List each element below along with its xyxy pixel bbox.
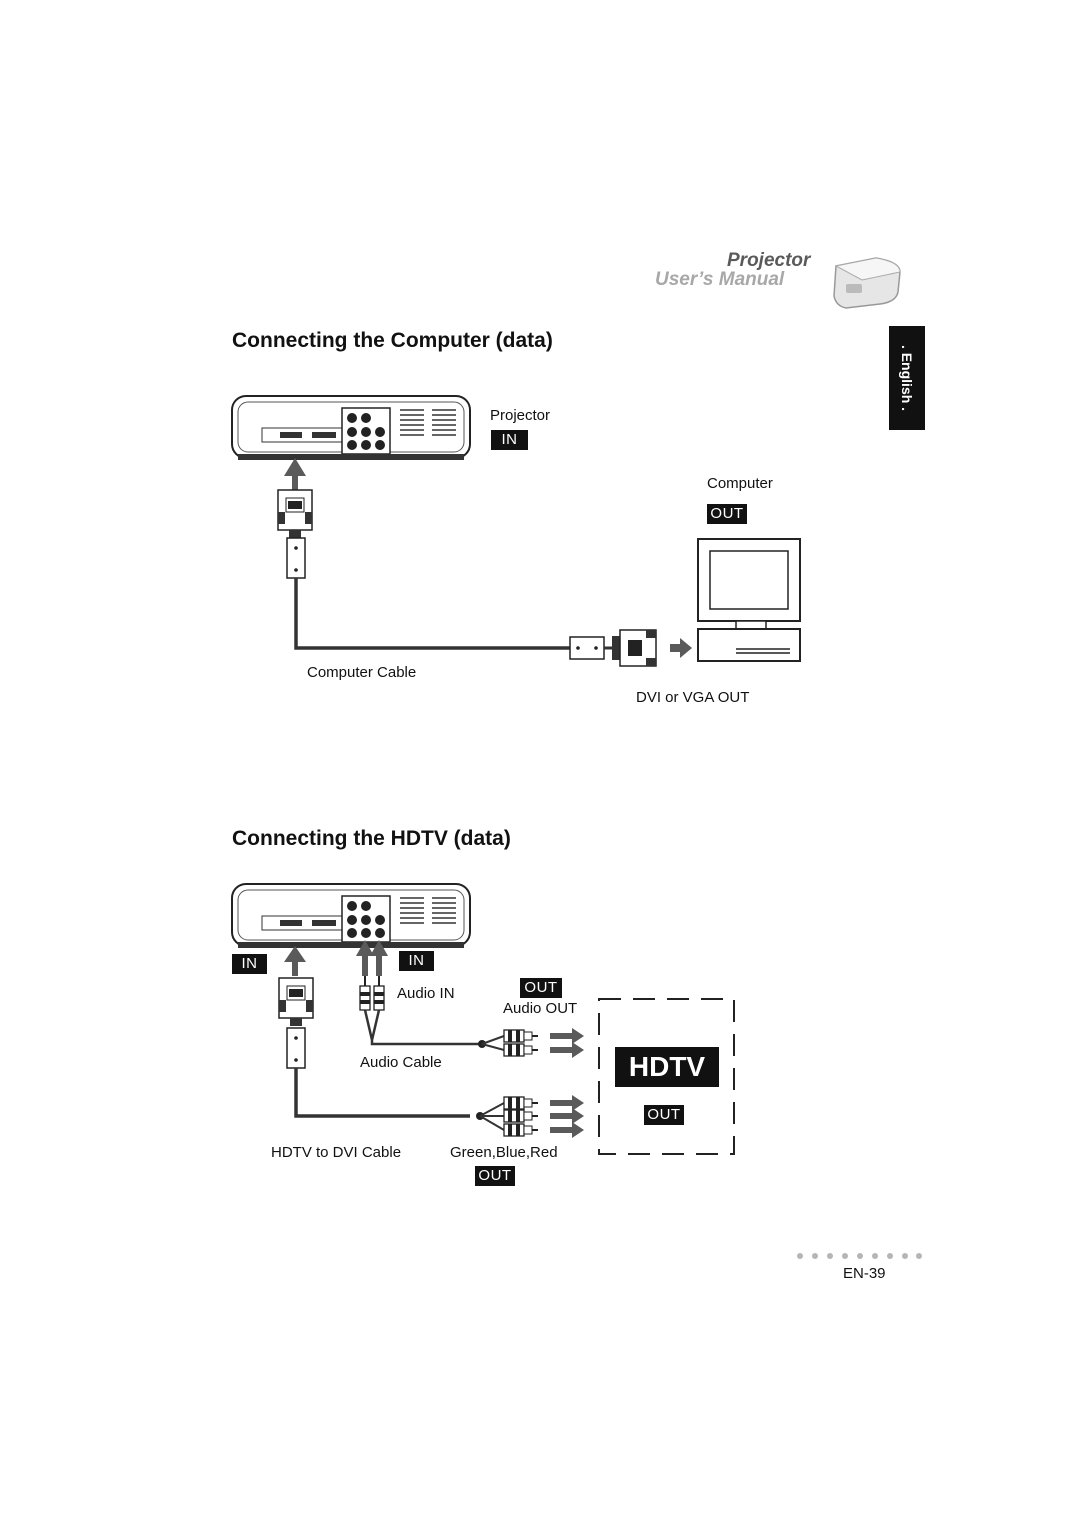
component-out-arrow-1: [550, 1095, 584, 1111]
projector-device-1: [231, 395, 471, 461]
computer-label: Computer: [707, 475, 773, 492]
ferrite-core-3: [286, 1027, 306, 1069]
section-title-hdtv: Connecting the HDTV (data): [232, 827, 511, 850]
component-out-arrow-2: [550, 1108, 584, 1124]
component-rca-plug-1: [503, 1096, 539, 1110]
computer-cable-label: Computer Cable: [307, 664, 417, 681]
computer-cable-line: [294, 578, 570, 650]
dvi-in-tag: IN: [232, 954, 267, 974]
computer-monitor: [697, 538, 801, 662]
projector-in-tag: IN: [491, 430, 528, 450]
audio-cable-label: Audio Cable: [360, 1054, 442, 1071]
audio-in-label: Audio IN: [397, 985, 455, 1002]
component-out-arrow-3: [550, 1122, 584, 1138]
audio-cable-branches: [481, 1035, 505, 1051]
audio-out-arrow-2: [550, 1042, 584, 1058]
in-arrow-2: [284, 946, 306, 976]
audio-out-label: Audio OUT: [503, 1000, 578, 1017]
dvi-plug-2: [278, 977, 314, 1027]
projector-label: Projector: [490, 407, 551, 424]
component-cable-branches: [479, 1102, 505, 1131]
component-out-tag: OUT: [475, 1166, 515, 1186]
audio-rca-plug-2: [503, 1043, 539, 1057]
page-number: EN-39: [843, 1265, 886, 1282]
hdtv-dvi-cable-line: [294, 1068, 470, 1118]
dvi-plug-1: [277, 489, 313, 539]
computer-out-tag: OUT: [707, 504, 747, 524]
brand-title-manual: User’s Manual: [655, 269, 785, 290]
hdtv-out-tag: OUT: [644, 1105, 684, 1125]
projector-device-2: [231, 883, 471, 949]
component-rca-plug-2: [503, 1109, 539, 1123]
audio-cable-line: [363, 1009, 482, 1046]
section-title-computer: Connecting the Computer (data): [232, 329, 553, 352]
audio-rca-plug-1: [503, 1029, 539, 1043]
audio-in-tag: IN: [399, 951, 434, 971]
ferrite-core-1: [286, 537, 306, 579]
language-tab-label: . English .: [899, 344, 915, 412]
hdtv-label: HDTV: [615, 1047, 719, 1087]
audio-in-arrows: [356, 940, 388, 976]
brand-title-projector: Projector: [727, 250, 811, 271]
audio-plugs-vertical: [359, 976, 385, 1011]
component-rca-plug-3: [503, 1123, 539, 1137]
hdtv-device-outline: [598, 998, 735, 1155]
dvi-vga-out-label: DVI or VGA OUT: [636, 689, 750, 706]
out-arrow-computer: [670, 638, 692, 658]
header-projector-image: [833, 257, 901, 309]
in-arrow-1: [284, 458, 306, 490]
vga-plug-horizontal: [612, 629, 657, 667]
ferrite-core-2: [569, 636, 612, 660]
language-tab[interactable]: . English .: [889, 326, 925, 430]
audio-out-tag: OUT: [520, 978, 562, 998]
component-label: Green,Blue,Red: [450, 1144, 558, 1161]
footer-dots: [797, 1253, 922, 1259]
hdtv-dvi-cable-label: HDTV to DVI Cable: [271, 1144, 402, 1161]
audio-out-arrow-1: [550, 1028, 584, 1044]
